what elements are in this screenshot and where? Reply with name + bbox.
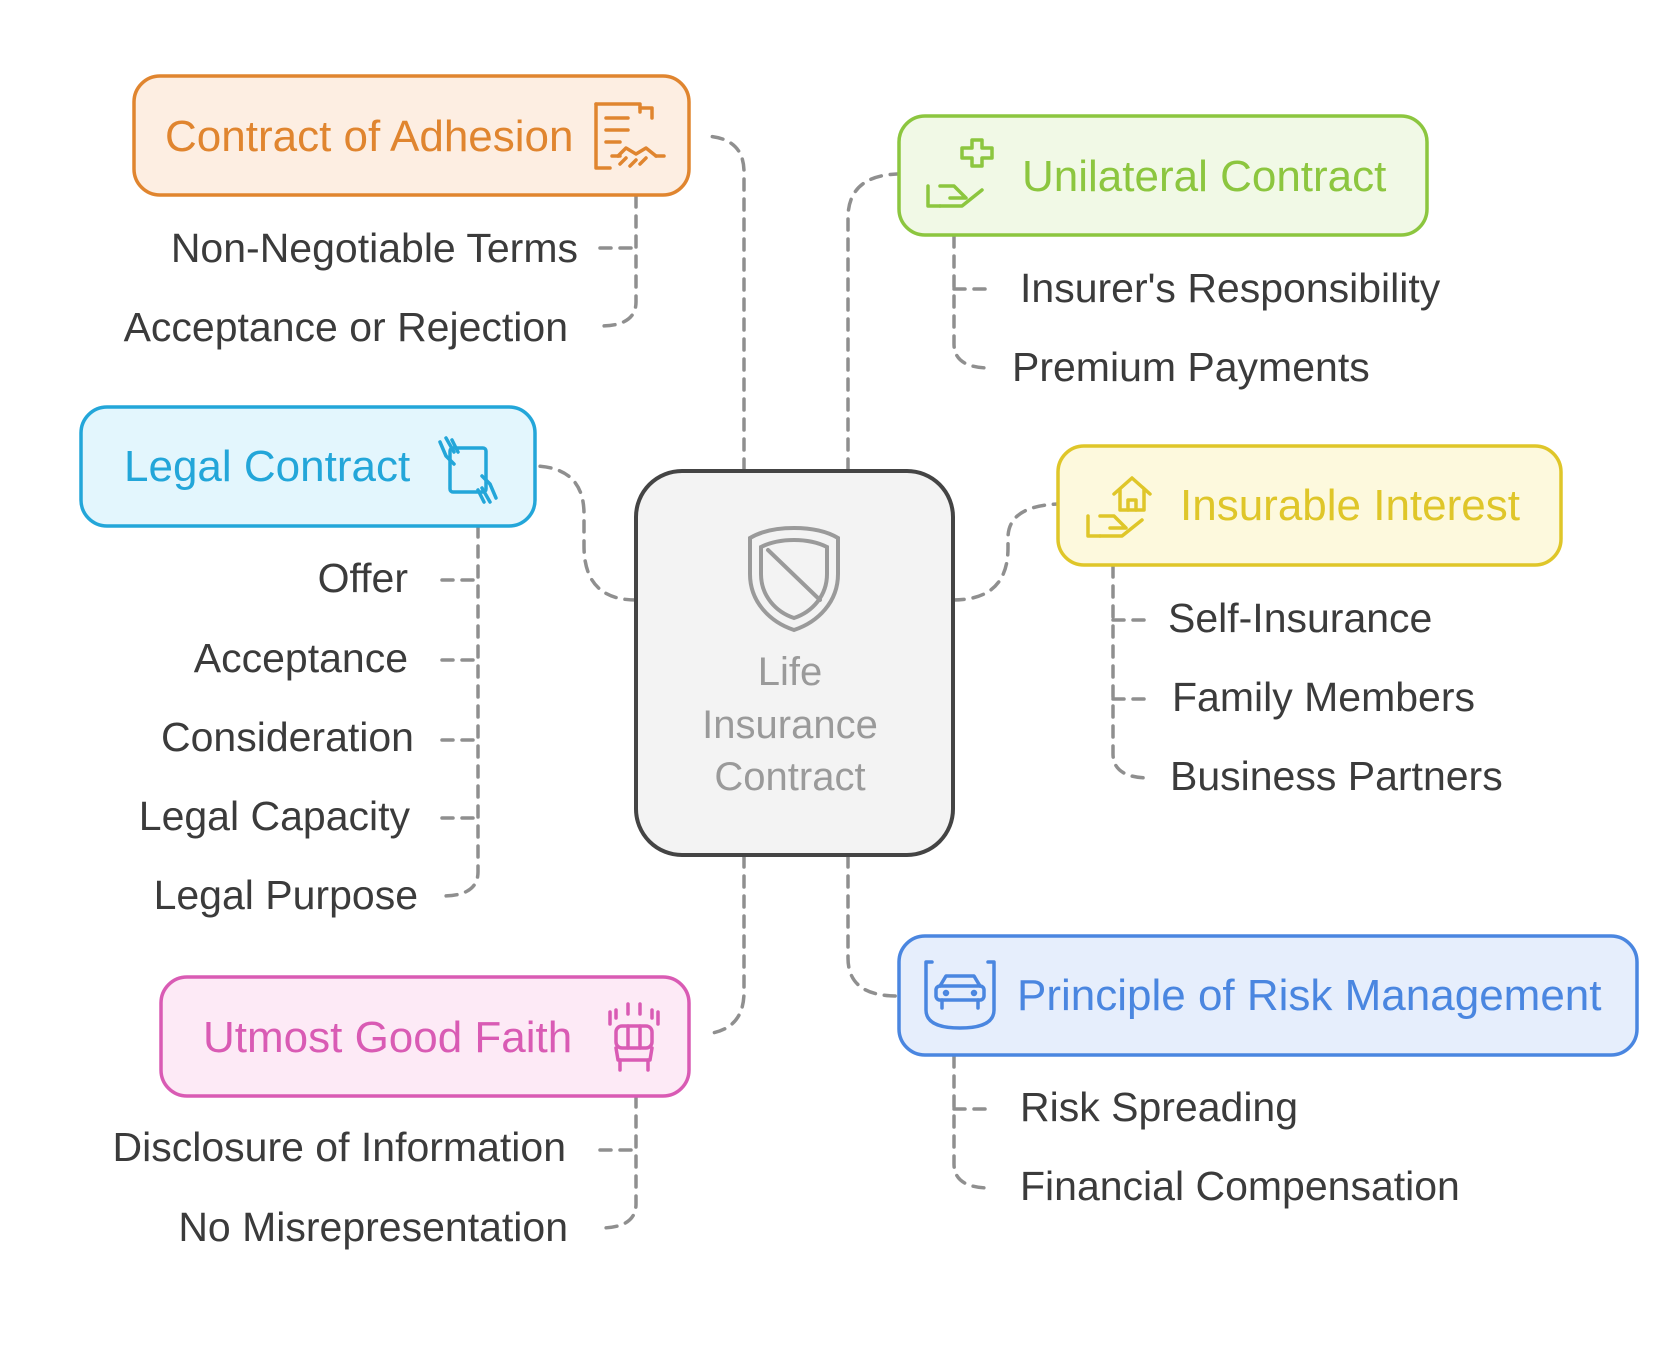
faith-children: Disclosure of Information No Misrepresen…: [113, 1124, 568, 1250]
leaf-insurers-responsibility: Insurer's Responsibility: [1020, 265, 1441, 311]
connector-unilateral: [846, 172, 899, 472]
leaf-legal-purpose: Legal Purpose: [154, 872, 418, 918]
risk-label: Principle of Risk Management: [1017, 971, 1601, 1020]
center-label-line-2: Insurance: [702, 703, 878, 747]
leaf-premium-payments: Premium Payments: [1012, 344, 1370, 390]
topic-legal-contract: Legal Contract: [79, 405, 537, 528]
connector-faith: [704, 854, 746, 1036]
faith-label: Utmost Good Faith: [203, 1013, 572, 1062]
leaf-connector: [952, 1054, 992, 1190]
leaf-consideration: Consideration: [161, 714, 414, 760]
leaf-connector: [598, 194, 638, 328]
leaf-connector: [440, 524, 480, 898]
legal-label: Legal Contract: [124, 442, 410, 491]
raised-fist-icon: [608, 1002, 660, 1072]
connector-insurable: [951, 502, 1060, 602]
unilateral-children: Insurer's Responsibility Premium Payment…: [1012, 265, 1441, 390]
contract-handshake-icon: [594, 102, 666, 170]
risk-box: [897, 934, 1639, 1057]
leaf-connector: [1111, 564, 1152, 780]
hand-document-icon: [438, 436, 498, 504]
unilateral-box: [897, 114, 1429, 237]
leaf-family-members: Family Members: [1172, 674, 1475, 720]
topic-unilateral-contract: Unilateral Contract: [897, 114, 1429, 237]
topic-contract-of-adhesion: Contract of Adhesion: [132, 74, 691, 197]
leaf-disclosure-of-information: Disclosure of Information: [113, 1124, 566, 1170]
legal-children: Offer Acceptance Consideration Legal Cap…: [139, 555, 418, 918]
center-connectors: [534, 134, 1060, 1036]
leaf-legal-capacity: Legal Capacity: [139, 793, 411, 839]
topic-risk-management: Principle of Risk Management: [897, 934, 1639, 1057]
insurable-children: Self-Insurance Family Members Business P…: [1168, 595, 1503, 799]
leaf-financial-compensation: Financial Compensation: [1020, 1163, 1460, 1209]
leaf-connector: [598, 1094, 638, 1230]
leaf-connector: [952, 234, 992, 370]
connector-risk: [846, 854, 899, 998]
center-box: [634, 469, 955, 857]
center-label-line-3: Contract: [714, 755, 865, 799]
risk-children: Risk Spreading Financial Compensation: [1020, 1084, 1460, 1209]
insurable-box: [1056, 444, 1563, 567]
leaf-business-partners: Business Partners: [1170, 753, 1503, 799]
leaf-no-misrepresentation: No Misrepresentation: [178, 1204, 568, 1250]
insurable-label: Insurable Interest: [1180, 481, 1520, 530]
leaf-connectors: [440, 194, 1152, 1230]
leaf-acceptance-or-rejection: Acceptance or Rejection: [124, 304, 568, 350]
legal-box: [79, 405, 537, 528]
hand-plus-icon: [926, 138, 994, 208]
leaf-risk-spreading: Risk Spreading: [1020, 1084, 1298, 1130]
faith-box: [159, 975, 691, 1098]
leaf-offer: Offer: [318, 555, 408, 601]
center-label-line-1: Life: [758, 650, 823, 694]
leaf-non-negotiable-terms: Non-Negotiable Terms: [171, 225, 578, 271]
car-protection-icon: [924, 960, 996, 1030]
adhesion-children: Non-Negotiable Terms Acceptance or Rejec…: [124, 225, 578, 350]
adhesion-label: Contract of Adhesion: [165, 112, 573, 161]
adhesion-box: [132, 74, 691, 197]
connector-adhesion: [704, 134, 746, 472]
hand-house-icon: [1086, 476, 1152, 538]
unilateral-label: Unilateral Contract: [1022, 152, 1386, 201]
topic-utmost-good-faith: Utmost Good Faith: [159, 975, 691, 1098]
topic-insurable-interest: Insurable Interest: [1056, 444, 1563, 567]
center-node: Life Insurance Contract: [634, 469, 955, 857]
leaf-self-insurance: Self-Insurance: [1168, 595, 1432, 641]
shield-icon: [748, 525, 840, 633]
connector-legal: [534, 464, 638, 602]
leaf-acceptance: Acceptance: [194, 635, 408, 681]
